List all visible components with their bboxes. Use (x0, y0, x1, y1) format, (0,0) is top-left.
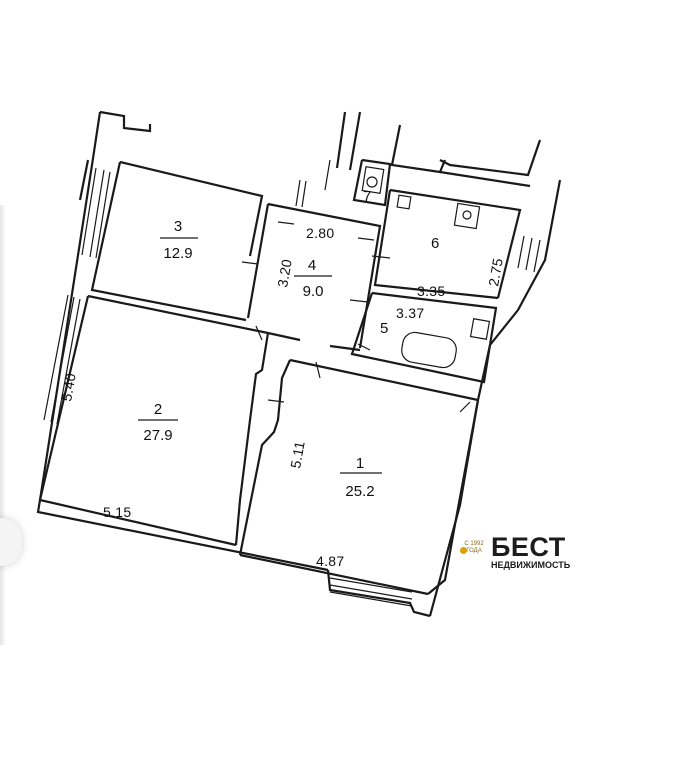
room-number-7: 7 (363, 188, 371, 205)
toilet-icon (361, 166, 385, 194)
room-5-outline (350, 291, 498, 384)
dim-room4-height: 3.20 (274, 258, 295, 289)
room-6-outline (373, 188, 522, 300)
room-number: 2 (154, 401, 162, 418)
room-7-outline (352, 158, 392, 207)
room-number-6: 6 (431, 235, 439, 252)
logo-emblem: С 1992 ГОДА (460, 541, 488, 563)
room-area: 27.9 (143, 427, 172, 444)
viewer-side-handle[interactable] (0, 518, 22, 566)
viewer-edge-strip (0, 205, 6, 645)
logo-since-line2: ГОДА (466, 548, 482, 554)
room-area: 25.2 (345, 483, 374, 500)
room-number: 1 (356, 455, 364, 472)
dim-room2-width: 5.15 (103, 504, 131, 520)
outer-walls (36, 110, 562, 618)
washbasin-icon (469, 318, 491, 340)
dim-room2-height: 5.40 (58, 372, 79, 403)
small-fixture-icon (396, 194, 412, 210)
room-label-2: 2 27.9 (138, 401, 178, 444)
room-2-outline (38, 294, 270, 547)
logo-since-line1: С 1992 (464, 541, 484, 547)
room-area: 9.0 (303, 283, 324, 300)
dim-room1-width: 4.87 (316, 553, 344, 569)
room-number: 3 (174, 218, 182, 235)
dim-room6-height: 2.75 (485, 257, 506, 288)
dim-room6-width: 3.35 (417, 283, 445, 299)
bathtub-icon (401, 331, 457, 369)
room-number-5: 5 (380, 320, 388, 337)
room-label-3: 3 12.9 (160, 218, 198, 262)
room-1-outline (238, 358, 480, 596)
room-label-4: 4 9.0 (294, 257, 332, 300)
dim-room5-width: 3.37 (396, 305, 424, 321)
logo-dot-icon (460, 547, 467, 554)
room-number: 4 (308, 257, 316, 274)
dim-room4-width: 2.80 (306, 225, 334, 241)
logo-name: БЕСТ (491, 532, 566, 562)
windows (43, 159, 541, 607)
room-label-1: 1 25.2 (340, 455, 382, 500)
agency-logo: С 1992 ГОДА БЕСТ НЕДВИЖИМОСТЬ (460, 533, 590, 571)
logo-subtitle: НЕДВИЖИМОСТЬ (491, 560, 571, 570)
room-area: 12.9 (163, 245, 192, 262)
sink-icon (453, 202, 481, 230)
room-3-outline (90, 160, 264, 322)
door-marks (241, 221, 391, 403)
dim-room1-height: 5.11 (287, 440, 308, 470)
